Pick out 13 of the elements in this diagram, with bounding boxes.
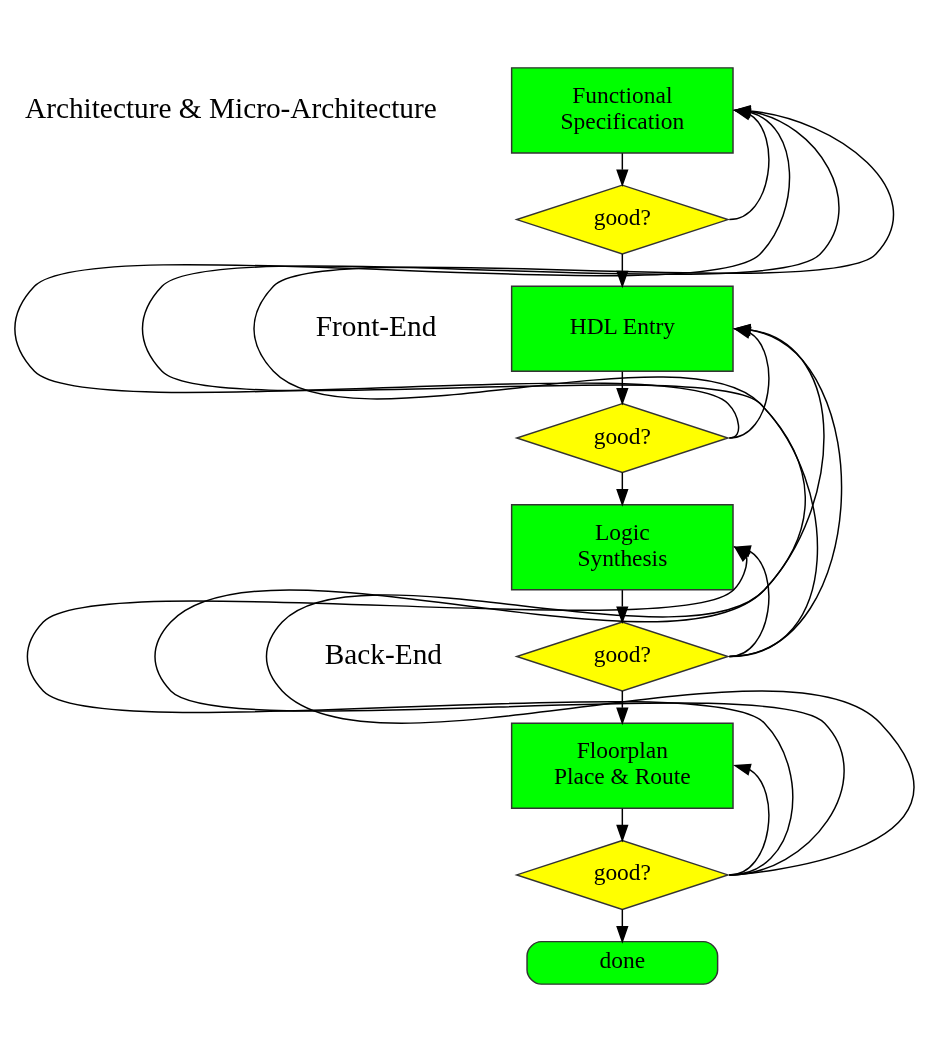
- label: Back-End: [324, 637, 442, 670]
- node-box: done: [526, 940, 719, 985]
- node-diamond: good?: [514, 402, 731, 474]
- arrow: [728, 763, 770, 876]
- label: Front-End: [315, 310, 437, 343]
- node-diamond: good?: [514, 839, 731, 911]
- node-box: Logic Synthesis: [510, 504, 734, 591]
- node-diamond: good?: [514, 184, 731, 255]
- node-diamond: good?: [514, 621, 731, 692]
- node-box: Floorplan Place & Route: [510, 722, 734, 809]
- label: Architecture & Micro-Architecture: [24, 91, 437, 124]
- node-box: Functional Specification: [510, 67, 734, 154]
- node-box: HDL Entry: [510, 285, 734, 373]
